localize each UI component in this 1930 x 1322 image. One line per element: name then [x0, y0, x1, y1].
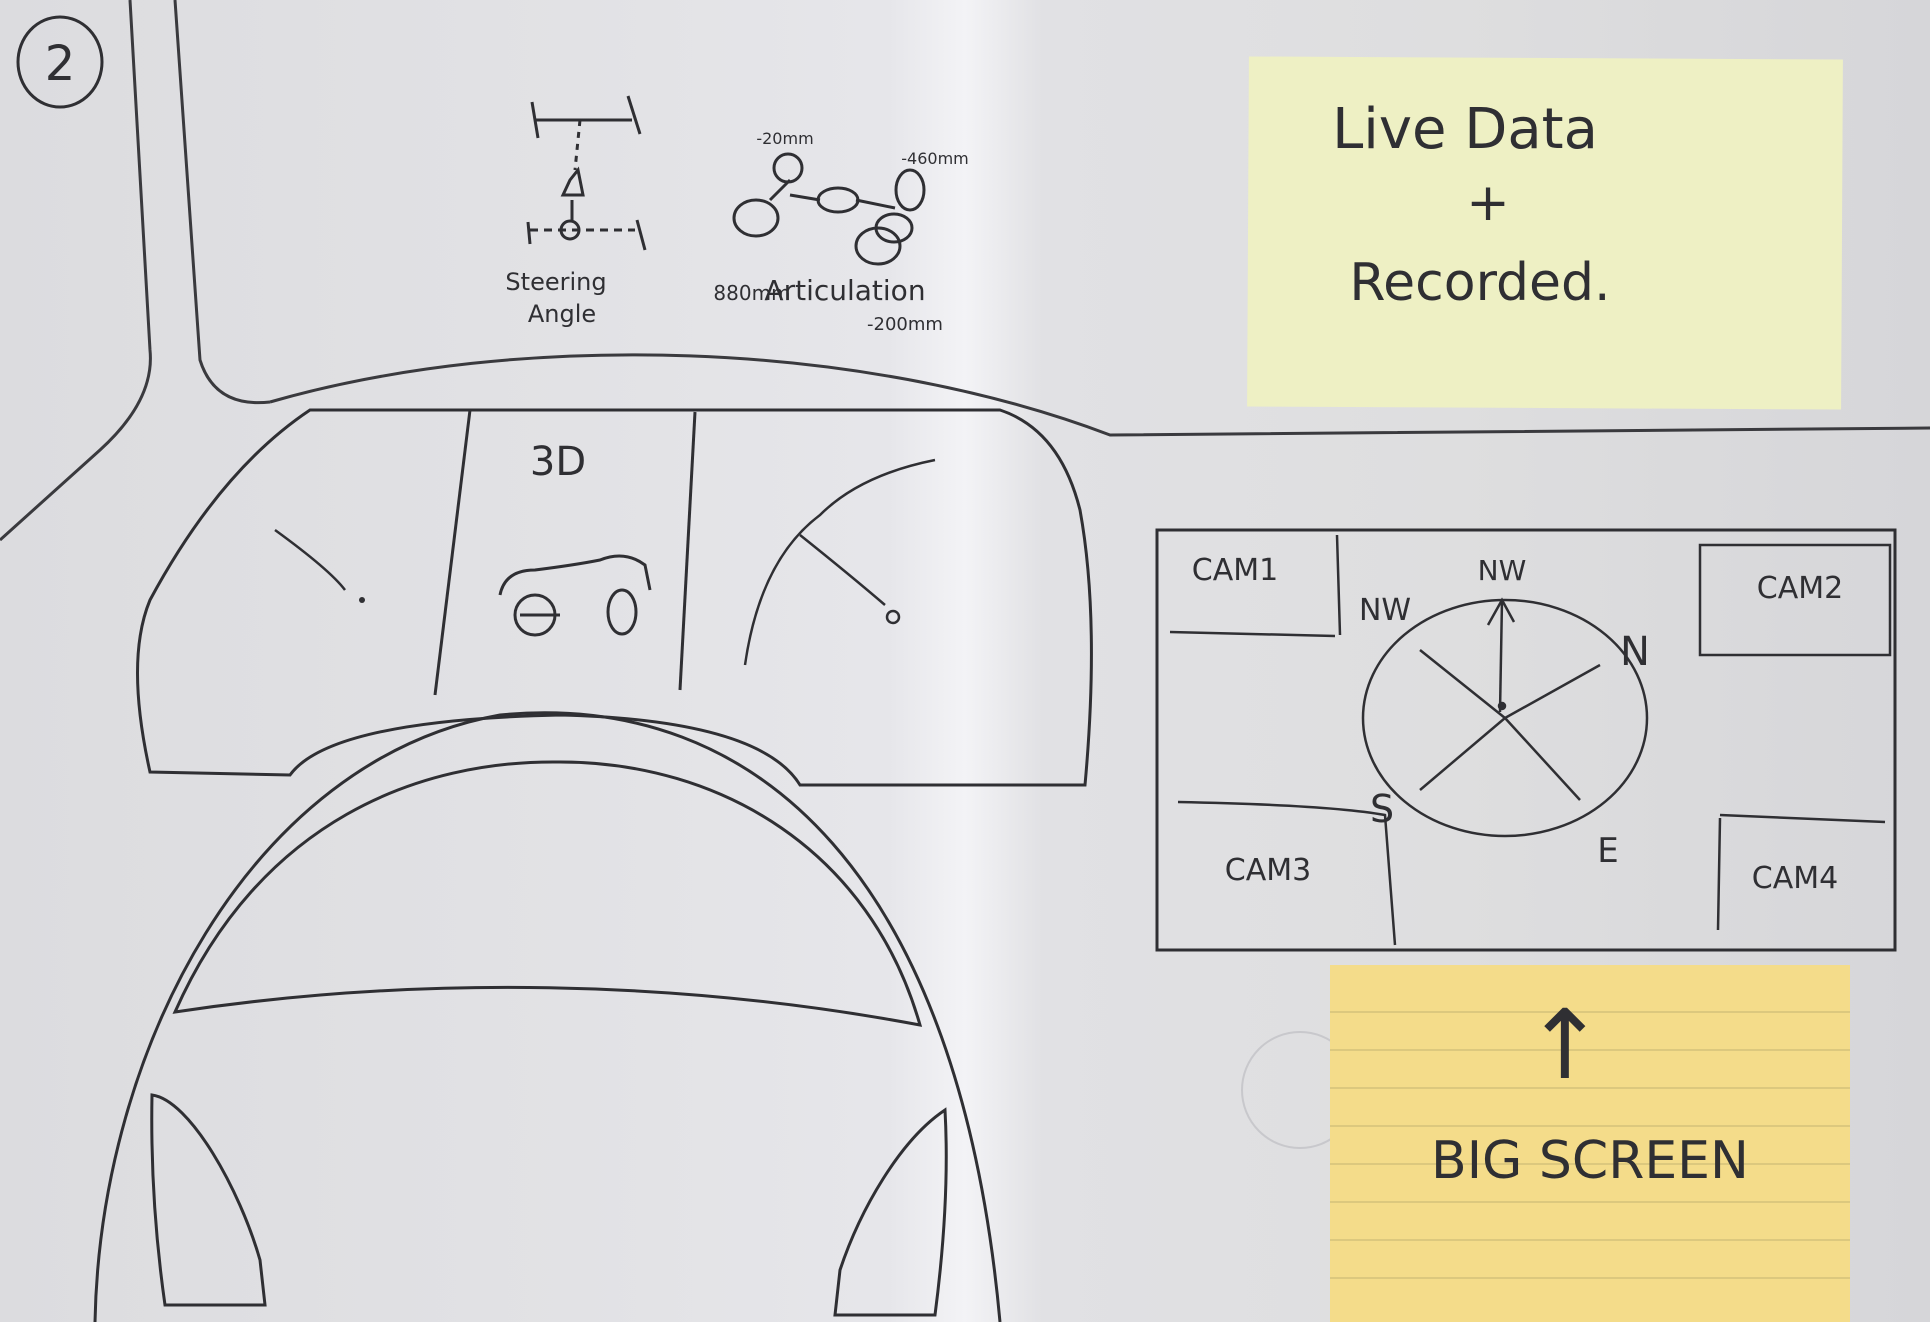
compass-nw-left: NW [1359, 593, 1411, 628]
steering-label-line1: Steering [505, 268, 606, 296]
a-pillar-outer [0, 0, 152, 542]
steering-wheel [93, 711, 1002, 1322]
articulation-value-rear-right: -200mm [867, 314, 943, 335]
note-line-1: Live Data [1332, 97, 1598, 162]
right-gauge-pivot [885, 609, 901, 625]
articulation-value-rear-left: 880mm [713, 281, 790, 305]
sticky-note-big-screen: ↑ BIG SCREEN [1330, 965, 1850, 1322]
compass-dial [1361, 597, 1649, 838]
left-gauge-needle [274, 528, 346, 591]
cluster-divider-right [678, 411, 697, 691]
cam2-label: CAM2 [1757, 571, 1843, 606]
articulation-value-front-left: -20mm [756, 129, 813, 148]
compass-nw-top: NW [1478, 554, 1527, 587]
articulation-label: Articulation [764, 274, 925, 307]
cam3-frame [1177, 800, 1397, 946]
left-gauge-pivot [359, 597, 365, 603]
cam4-frame [1716, 813, 1886, 931]
steering-label-line2: Angle [528, 300, 596, 328]
steering-angle-icon [526, 95, 647, 251]
compass-n: N [1620, 629, 1650, 675]
cam4-label: CAM4 [1752, 861, 1838, 896]
a-pillar-inner [173, 0, 271, 405]
car-3d-icon [498, 554, 652, 637]
compass-s: S [1370, 787, 1394, 831]
compass-e: E [1597, 831, 1618, 871]
articulation-value-front-right: -460mm [901, 149, 968, 168]
big-screen-arrow: ↑ [1525, 989, 1605, 1101]
articulation-icon [732, 152, 926, 266]
dashboard-top-line [269, 353, 1930, 437]
note-line-3: Recorded. [1349, 253, 1610, 313]
note-line-2: + [1466, 173, 1510, 233]
cam2-frame [1698, 543, 1892, 657]
instrument-cluster-housing [136, 408, 1093, 787]
cam1-label: CAM1 [1192, 553, 1278, 588]
big-screen: CAM1 CAM2 CAM3 CAM4 NW NW N E S [1155, 528, 1897, 952]
right-gauge-needle [799, 534, 886, 606]
cam3-label: CAM3 [1225, 853, 1311, 888]
cam1-frame [1169, 534, 1342, 638]
page-number: 2 [45, 36, 76, 92]
view-3d-label: 3D [530, 439, 586, 485]
cluster-divider-left [433, 409, 472, 696]
page-number-badge: 2 [16, 15, 104, 109]
big-screen-label: BIG SCREEN [1431, 1131, 1749, 1191]
sticky-note-live-data: Live Data + Recorded. [1247, 56, 1843, 410]
right-gauge-arc [743, 458, 936, 666]
